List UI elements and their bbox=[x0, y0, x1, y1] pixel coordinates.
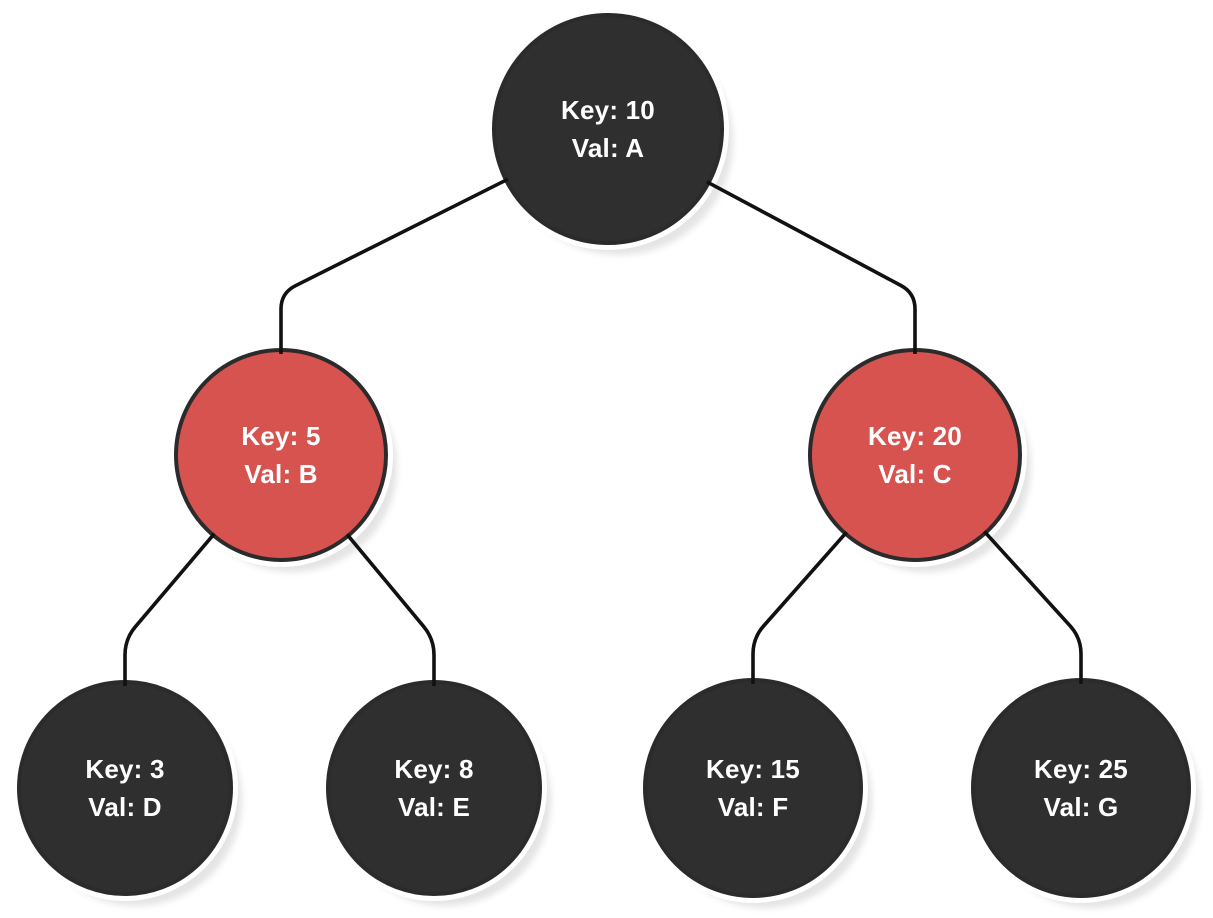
node-circle-dark bbox=[643, 678, 863, 898]
tree-node-3: Key: 3 Val: D bbox=[12, 675, 242, 906]
node-val-label: Val: F bbox=[718, 792, 789, 822]
tree-edge-5-8 bbox=[345, 533, 436, 686]
edges-layer bbox=[123, 177, 1083, 686]
node-circle-red bbox=[808, 348, 1022, 562]
node-val-label: Val: D bbox=[88, 792, 161, 822]
node-key-label: Key: 25 bbox=[1034, 754, 1128, 784]
node-circle-dark bbox=[17, 680, 233, 896]
tree-node-10: Key: 10 Val: A bbox=[487, 8, 733, 255]
node-val-label: Val: G bbox=[1044, 792, 1119, 822]
node-key-label: Key: 15 bbox=[706, 754, 800, 784]
tree-edge-10-5 bbox=[279, 177, 509, 354]
node-key-label: Key: 3 bbox=[85, 754, 164, 784]
tree-edge-10-20 bbox=[705, 180, 917, 354]
tree-node-5: Key: 5 Val: B bbox=[169, 343, 397, 572]
tree-edge-20-15 bbox=[751, 530, 849, 684]
node-val-label: Val: E bbox=[398, 792, 470, 822]
node-key-label: Key: 8 bbox=[394, 754, 473, 784]
node-circle-dark bbox=[326, 680, 542, 896]
node-circle-dark bbox=[492, 13, 724, 245]
node-val-label: Val: A bbox=[572, 133, 645, 163]
node-circle-dark bbox=[971, 678, 1191, 898]
tree-node-8: Key: 8 Val: E bbox=[321, 675, 551, 906]
node-key-label: Key: 10 bbox=[561, 95, 655, 125]
tree-node-20: Key: 20 Val: C bbox=[803, 343, 1031, 572]
node-val-label: Val: C bbox=[878, 459, 951, 489]
tree-edge-5-3 bbox=[123, 532, 216, 686]
node-circle-red bbox=[174, 348, 388, 562]
tree-edge-20-25 bbox=[982, 530, 1083, 684]
tree-node-25: Key: 25 Val: G bbox=[966, 673, 1200, 908]
node-val-label: Val: B bbox=[244, 459, 317, 489]
node-key-label: Key: 20 bbox=[868, 421, 962, 451]
tree-node-15: Key: 15 Val: F bbox=[638, 673, 872, 908]
node-key-label: Key: 5 bbox=[241, 421, 320, 451]
